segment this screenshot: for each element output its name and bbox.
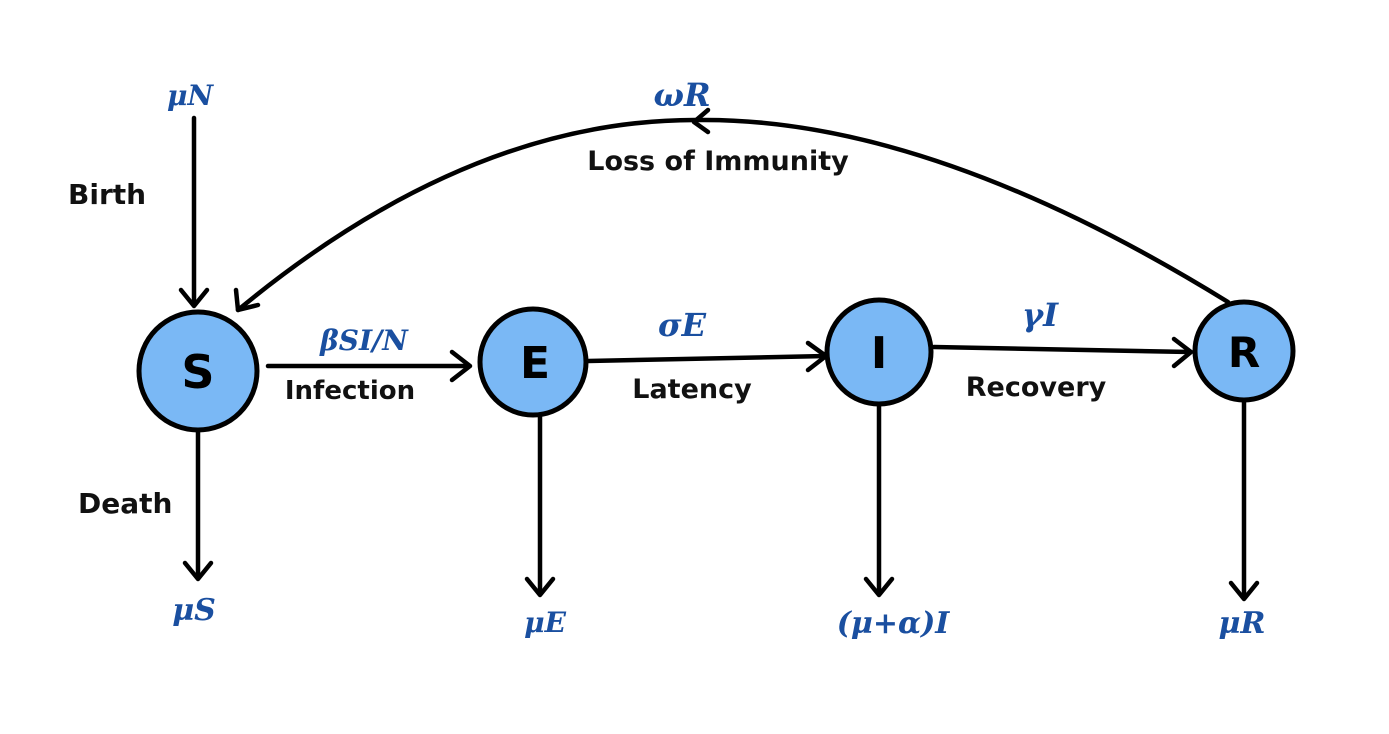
latency-arrow bbox=[585, 340, 829, 373]
infection-rate-label: βSI/N bbox=[319, 324, 409, 357]
immunity-loss-rate-label: ωR bbox=[653, 76, 710, 114]
birth-label: Birth bbox=[68, 178, 146, 211]
death-arrow-s bbox=[182, 429, 214, 582]
recovery-rate-label: γI bbox=[1022, 296, 1059, 334]
compartment-e: E bbox=[477, 306, 589, 418]
death-arrow-e bbox=[524, 411, 556, 598]
latency-rate-label: σE bbox=[658, 306, 707, 344]
death-rate-i-label: (μ+α)I bbox=[837, 606, 951, 641]
recovery-label: Recovery bbox=[966, 372, 1107, 403]
death-rate-s-label: μS bbox=[172, 593, 216, 628]
death-rate-r-label: μR bbox=[1219, 606, 1266, 641]
compartment-r-label: R bbox=[1228, 328, 1260, 377]
death-rate-e-label: μE bbox=[524, 606, 566, 639]
compartment-s-label: S bbox=[181, 345, 214, 399]
recovery-arrow bbox=[931, 336, 1194, 369]
compartment-e-label: E bbox=[520, 338, 550, 389]
death-arrow-r bbox=[1228, 399, 1260, 602]
latency-label: Latency bbox=[632, 374, 752, 405]
loss-of-immunity-arrow bbox=[233, 107, 1231, 313]
birth-rate-label: μN bbox=[167, 79, 214, 112]
compartment-i-label: I bbox=[871, 328, 887, 379]
compartment-i: I bbox=[824, 297, 934, 407]
infection-label: Infection bbox=[285, 376, 415, 406]
death-label: Death bbox=[78, 487, 172, 520]
infection-arrow bbox=[265, 349, 473, 383]
immunity-loss-label: Loss of Immunity bbox=[587, 146, 849, 177]
birth-arrow bbox=[178, 115, 210, 309]
death-arrow-i bbox=[863, 403, 895, 598]
compartment-r: R bbox=[1192, 299, 1296, 403]
compartment-s: S bbox=[136, 309, 260, 433]
